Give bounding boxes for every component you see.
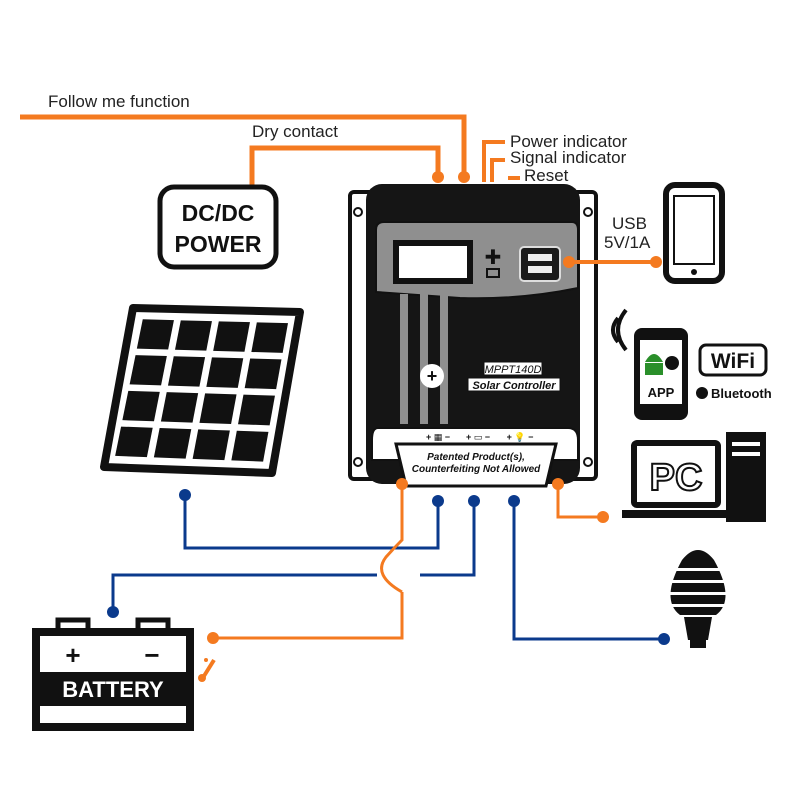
solar-panel-icon <box>100 304 304 477</box>
solar-cell <box>129 355 167 386</box>
usb-label-line2: 5V/1A <box>604 233 651 252</box>
solar-cell <box>231 430 269 462</box>
minus-key-icon[interactable] <box>486 268 500 278</box>
follow-me-dot <box>458 171 470 183</box>
fan-plus-icon <box>420 364 444 388</box>
light-bulb-icon <box>664 550 732 648</box>
power-indicator-label: Power indicator <box>510 132 628 151</box>
signal-indicator-label: Signal indicator <box>510 148 627 167</box>
dcdc-power-box: DC/DC POWER <box>157 184 279 270</box>
reset-label: Reset <box>524 166 569 185</box>
pc-label: PC <box>650 457 703 499</box>
usb-port[interactable] <box>519 246 561 282</box>
temperature-sensor-icon <box>198 658 216 682</box>
terminal-load-label: + 💡 − <box>507 431 534 442</box>
wiring-dots <box>107 478 670 645</box>
solar-cell <box>167 356 206 387</box>
app-phone-icon: APP <box>611 308 688 420</box>
solar-cell <box>136 319 174 350</box>
solar-controller: ✚ + MPPT140D Solar Controller + ▦ − + ▭ … <box>348 184 598 488</box>
solar-cell <box>175 320 212 351</box>
model-label: MPPT140D <box>485 364 542 376</box>
terminal-battery-label: + ▭ − <box>466 432 490 442</box>
smartphone-icon <box>663 182 725 284</box>
solar-cell <box>251 322 288 353</box>
controller-name-label: Solar Controller <box>472 380 556 392</box>
solar-cell <box>206 357 244 388</box>
solar-cell <box>153 427 192 459</box>
battery-icon: + − BATTERY <box>32 617 194 731</box>
bluetooth-badge: Bluetooth <box>696 386 772 401</box>
solar-cell <box>122 390 160 422</box>
solar-cell <box>192 429 230 461</box>
wiring <box>111 484 664 641</box>
app-label: APP <box>648 385 675 400</box>
bluetooth-label: Bluetooth <box>711 386 772 401</box>
plus-key-icon[interactable]: ✚ <box>485 247 502 269</box>
svg-text:+: + <box>427 366 438 386</box>
wifi-badge: WiFi <box>698 343 768 377</box>
solar-cell <box>160 392 199 423</box>
usb-line <box>563 256 662 268</box>
wifi-label: WiFi <box>711 350 755 373</box>
battery-plus: + <box>65 640 80 670</box>
solar-cell <box>238 394 275 426</box>
notice-line2: Counterfeiting Not Allowed <box>412 464 541 475</box>
follow-me-line <box>20 114 467 177</box>
dry-contact-line <box>249 145 441 185</box>
indicator-lines <box>482 140 520 182</box>
solar-cell <box>199 393 237 425</box>
dry-contact-dot <box>432 171 444 183</box>
usb-label-line1: USB <box>612 214 647 233</box>
dcdc-line2: POWER <box>175 231 262 257</box>
solar-cell <box>244 358 282 390</box>
pc-icon: PC <box>622 432 766 522</box>
bluetooth-icon <box>696 387 708 399</box>
dry-contact-label: Dry contact <box>252 122 338 141</box>
solar-cell <box>213 321 250 352</box>
notice-line1: Patented Product(s), <box>427 452 525 463</box>
solar-cell <box>115 426 153 458</box>
battery-label: BATTERY <box>62 677 164 702</box>
battery-minus: − <box>144 640 159 670</box>
dcdc-line1: DC/DC <box>182 200 255 226</box>
terminal-solar-label: + ▦ − <box>426 432 450 442</box>
follow-me-label: Follow me function <box>48 92 190 111</box>
